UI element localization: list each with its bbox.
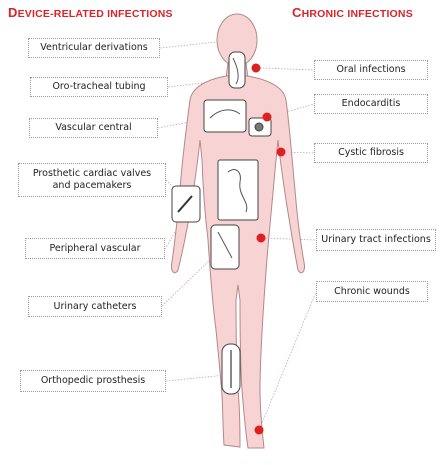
label-urinary-tract-infections: Urinary tract infections <box>316 229 436 251</box>
label-endocarditis: Endocarditis <box>314 94 428 114</box>
label-ventricular-derivations: Ventricular derivations <box>28 38 160 58</box>
oral-infection-dot <box>252 64 261 73</box>
label-oro-tracheal-tubing: Oro-tracheal tubing <box>30 77 168 97</box>
label-urinary-catheters: Urinary catheters <box>28 296 162 317</box>
label-peripheral-vascular: Peripheral vascular <box>25 238 165 259</box>
endocarditis-dot <box>263 113 272 122</box>
urinary-tract-infection-dot <box>257 234 266 243</box>
urinary-catheter-icon <box>211 225 239 269</box>
label-cystic-fibrosis: Cystic fibrosis <box>314 143 428 163</box>
label-oral-infections: Oral infections <box>314 60 428 80</box>
label-orthopedic-prosthesis: Orthopedic prosthesis <box>20 370 166 392</box>
chronic-wound-dot <box>255 426 264 435</box>
label-chronic-wounds: Chronic wounds <box>316 281 428 302</box>
label-vascular-central: Vascular central <box>29 118 158 138</box>
urinary-catheter-device-icon <box>218 160 258 220</box>
cystic-fibrosis-dot <box>277 148 286 157</box>
label-prosthetic-cardiac-valves: Prosthetic cardiac valves and pacemakers <box>18 163 166 197</box>
central-venous-catheter-icon <box>204 100 246 132</box>
